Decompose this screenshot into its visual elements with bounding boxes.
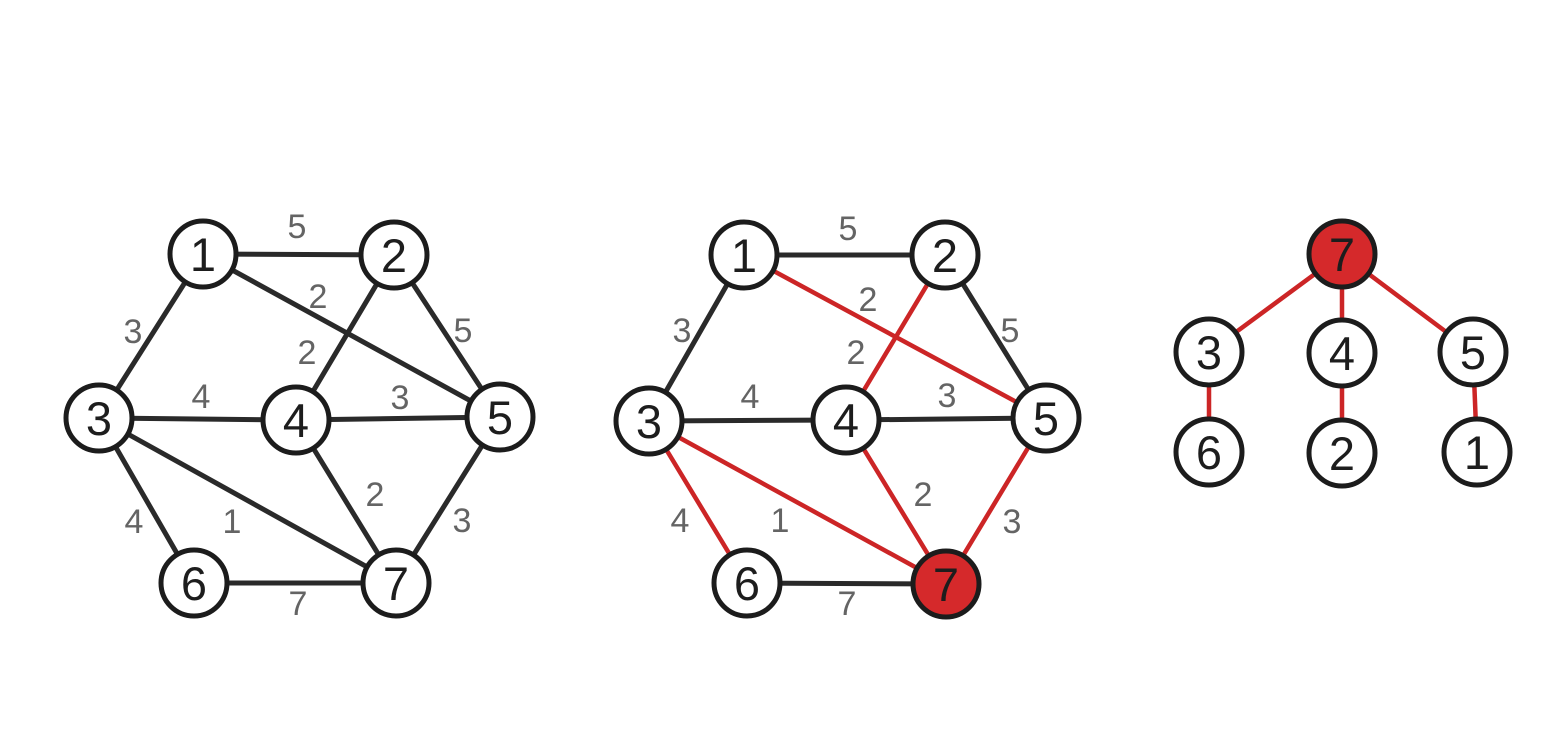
weighted-graph-original-node-label-7: 7 xyxy=(383,557,409,610)
weighted-graph-mst-highlighted-node-label-2: 2 xyxy=(932,229,958,282)
weighted-graph-original-node-label-6: 6 xyxy=(181,557,207,610)
weighted-graph-mst-highlighted-node-label-7: 7 xyxy=(933,558,959,611)
weighted-graph-original-node-2 xyxy=(358,219,430,291)
weighted-graph-original-node-label-4: 4 xyxy=(283,394,309,447)
weighted-graph-mst-highlighted-node-3 xyxy=(613,385,685,457)
weighted-graph-original-weight-4-5: 3 xyxy=(391,379,410,417)
weighted-graph-mst-highlighted-weight-1-3: 3 xyxy=(673,312,692,350)
weighted-graph-original-weight-2-4: 2 xyxy=(298,334,317,372)
weighted-graph-mst-highlighted-weight-3-7: 1 xyxy=(771,502,790,540)
weighted-graph-mst-highlighted-node-2 xyxy=(909,219,981,291)
mst-result-tree-node-label-7: 7 xyxy=(1329,228,1355,281)
weighted-graph-original-node-label-5: 5 xyxy=(487,391,513,444)
weighted-graph-original-weight-3-4: 4 xyxy=(192,378,211,416)
weighted-graph-original-node-6 xyxy=(158,547,230,619)
weighted-graph-original-weight-5-7: 3 xyxy=(453,502,472,540)
weighted-graph-original-node-label-1: 1 xyxy=(190,228,216,281)
weighted-graph-mst-highlighted-weight-6-7: 7 xyxy=(838,585,857,623)
weighted-graph-mst-highlighted-weight-2-5: 5 xyxy=(1001,312,1020,350)
mst-result-tree-node-label-4: 4 xyxy=(1329,327,1355,380)
weighted-graph-mst-highlighted-node-7-highlighted xyxy=(910,548,982,620)
weighted-graph-mst-highlighted-node-label-4: 4 xyxy=(833,394,859,447)
weighted-graph-mst-highlighted-node-label-1: 1 xyxy=(731,229,757,282)
weighted-graph-mst-highlighted-node-label-6: 6 xyxy=(734,557,760,610)
weighted-graph-mst-highlighted-weight-5-7: 3 xyxy=(1003,503,1022,541)
weighted-graph-original-weight-1-3: 3 xyxy=(124,313,143,351)
weighted-graph-original-weight-1-2: 5 xyxy=(288,208,307,246)
weighted-graph-original-weight-1-5: 2 xyxy=(309,278,328,316)
mst-result-tree-node-label-2: 2 xyxy=(1329,427,1355,480)
mst-result-tree-node-label-3: 3 xyxy=(1196,326,1222,379)
weighted-graph-mst-highlighted-edge-3-7 xyxy=(646,418,949,587)
weighted-graph-mst-highlighted-weight-2-4: 2 xyxy=(847,334,866,372)
weighted-graph-original-node-label-3: 3 xyxy=(86,392,112,445)
mst-result-tree-node-1 xyxy=(1441,416,1513,488)
weighted-graph-original-node-3 xyxy=(63,382,135,454)
weighted-graph-mst-highlighted-node-1 xyxy=(708,219,780,291)
mst-result-tree-node-3 xyxy=(1173,316,1245,388)
mst-result-tree-node-label-6: 6 xyxy=(1196,426,1222,479)
weighted-graph-mst-highlighted-node-5 xyxy=(1010,382,1082,454)
weighted-graph-mst-highlighted-node-6 xyxy=(711,547,783,619)
weighted-graph-original-node-5 xyxy=(464,381,536,453)
weighted-graph-mst-highlighted-weight-1-2: 5 xyxy=(839,210,858,248)
weighted-graph-original-edge-1-5 xyxy=(200,251,503,420)
weighted-graph-mst-highlighted-weight-3-6: 4 xyxy=(671,502,690,540)
weighted-graph-original-edge-3-7 xyxy=(96,415,399,586)
weighted-graph-original-node-4 xyxy=(260,384,332,456)
weighted-graph-mst-highlighted-weight-4-7: 2 xyxy=(914,476,933,514)
mst-result-tree: 7 3 4 5 6 2 1 xyxy=(1173,218,1513,489)
weighted-graph-mst-highlighted-weight-4-5: 3 xyxy=(938,377,957,415)
mst-result-tree-node-2 xyxy=(1306,417,1378,489)
weighted-graph-original-node-label-2: 2 xyxy=(381,229,407,282)
weighted-graph-mst-highlighted-node-label-3: 3 xyxy=(636,395,662,448)
weighted-graph-original-weight-6-7: 7 xyxy=(289,585,308,623)
weighted-graph-mst-highlighted-weight-3-4: 4 xyxy=(741,378,760,416)
mst-result-tree-node-7-highlighted xyxy=(1306,218,1378,290)
weighted-graph-original-node-1 xyxy=(167,218,239,290)
mst-result-tree-node-4 xyxy=(1306,317,1378,389)
weighted-graph-mst-highlighted-node-4 xyxy=(810,384,882,456)
mst-result-tree-node-6 xyxy=(1173,416,1245,488)
weighted-graph-original-weight-3-7: 1 xyxy=(223,503,242,541)
weighted-graph-mst-highlighted-weight-1-5: 2 xyxy=(859,281,878,319)
mst-result-tree-node-5 xyxy=(1437,316,1509,388)
mst-result-tree-node-label-1: 1 xyxy=(1464,426,1490,479)
weighted-graph-original-weight-2-5: 5 xyxy=(454,312,473,350)
weighted-graph-original-node-7 xyxy=(360,547,432,619)
weighted-graph-original-weight-4-7: 2 xyxy=(366,476,385,514)
weighted-graph-original-weight-3-6: 4 xyxy=(125,503,144,541)
mst-result-tree-node-label-5: 5 xyxy=(1460,326,1486,379)
weighted-graph-mst-highlighted-node-label-5: 5 xyxy=(1033,392,1059,445)
